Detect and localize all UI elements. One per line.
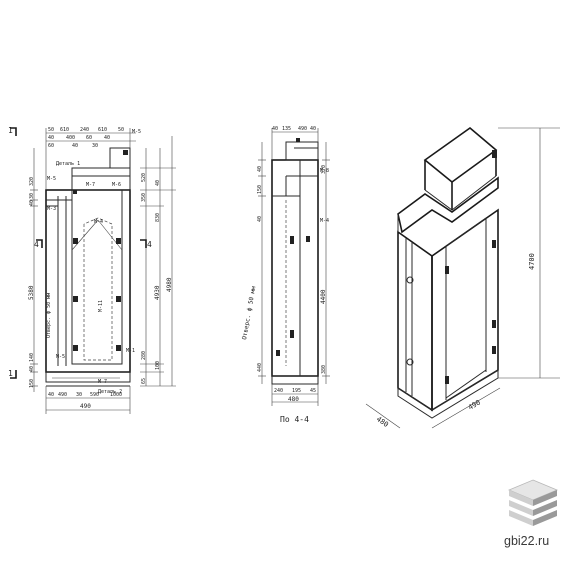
mid-dim-left-3: 40	[257, 216, 263, 222]
mid-dim-right-1: 4400	[320, 289, 327, 304]
dim-left-7: 150	[29, 379, 35, 388]
section-mark-4-right: 4	[147, 240, 152, 249]
mid-dim-bottom-total: 480	[288, 396, 299, 403]
dim-right-3: 40	[155, 180, 161, 186]
dim-right-4: 830	[155, 213, 161, 222]
section-mark-top: 1	[8, 126, 13, 135]
dim-right-7: 280	[141, 351, 147, 360]
mid-label-m4: М-4	[320, 218, 329, 224]
dim-left-5: 140	[29, 353, 35, 362]
dim-bottom-total: 490	[80, 403, 91, 410]
label-m7-b: М-7	[98, 379, 107, 385]
dim-left-6: 40	[29, 366, 35, 372]
mid-dim-left-4: 440	[257, 363, 263, 372]
mid-dim-top-3: 490	[298, 126, 307, 132]
dim-left-3: 40	[29, 200, 35, 206]
mid-dim-left-2: 150	[257, 185, 263, 194]
dim-top-1: 50	[48, 127, 54, 133]
dim-right-8: 100	[155, 361, 161, 370]
iso-height-dim: 4700	[528, 253, 536, 270]
isometric-view: 4700 490 480	[365, 126, 560, 429]
label-m5-b: М-5	[56, 354, 65, 360]
site-watermark-text: gbi22.ru	[504, 534, 550, 548]
dim-top3-3: 30	[92, 143, 98, 149]
iso-width-dim: 490	[467, 398, 482, 411]
mid-dim-left-1: 40	[257, 166, 263, 172]
dim-left-1: 320	[29, 177, 35, 186]
dim-bottom-5: 1000	[110, 392, 122, 398]
dim-top3-1: 60	[48, 143, 54, 149]
label-detail1: Деталь 1	[56, 161, 80, 167]
dim-top-2: 610	[60, 127, 69, 133]
mid-label-m8: М-8	[320, 168, 329, 174]
section-caption: По 4-4	[280, 415, 309, 424]
label-m5-top: М-5	[132, 129, 141, 135]
dim-bottom-4: 590	[90, 392, 99, 398]
dim-right-1: 520	[141, 173, 147, 182]
dim-bottom-3: 30	[76, 392, 82, 398]
mid-label-hole: Отверс. ф 50 мм	[241, 285, 257, 340]
label-detail2: Деталь 2	[98, 389, 122, 395]
dim-top-4: 610	[98, 127, 107, 133]
dim-top2-3: 60	[86, 135, 92, 141]
label-m7: М-7	[86, 182, 95, 188]
dim-top-5: 50	[118, 127, 124, 133]
middle-section-view: 40 135 490 40 40 150 40 440 4400 370 380…	[241, 126, 330, 424]
mid-dim-bottom-1: 240	[274, 388, 283, 394]
label-m3: М-3	[47, 206, 56, 212]
mid-dim-top-4: 40	[310, 126, 316, 132]
dim-top3-2: 40	[72, 143, 78, 149]
dim-right-5: 4980	[166, 277, 173, 292]
label-m11: М-11	[98, 300, 104, 312]
dim-left-4: 5380	[28, 285, 35, 300]
layered-cube-logo-icon	[507, 479, 559, 526]
iso-depth-dim: 480	[375, 415, 390, 429]
dim-left-2: 30	[29, 193, 35, 199]
label-m5-a: М-5	[47, 176, 56, 182]
mid-dim-right-3: 380	[321, 365, 327, 374]
dim-right-6: 4930	[154, 285, 161, 300]
dim-top-3: 240	[80, 127, 89, 133]
dim-bottom-2: 490	[58, 392, 67, 398]
dim-bottom-1: 40	[48, 392, 54, 398]
mid-dim-top-1: 40	[272, 126, 278, 132]
mid-dim-bottom-2: 195	[292, 388, 301, 394]
label-m6: М-6	[112, 182, 121, 188]
label-m1: М-1	[126, 348, 135, 354]
mid-dim-right-2: 370	[321, 165, 327, 174]
section-mark-bottom: 1	[8, 369, 13, 378]
mid-dim-bottom-3: 45	[310, 388, 316, 394]
section-mark-4-left: 4	[34, 240, 39, 249]
dim-top2-1: 40	[48, 135, 54, 141]
left-elevation-view: 1 1 4 4 50 610 240 610 50 40 400 60 40 6…	[8, 126, 176, 414]
dim-top2-4: 40	[104, 135, 110, 141]
label-hole-left: Отверс. ф 50 мм	[46, 293, 52, 338]
dim-right-9: 65	[141, 378, 147, 384]
dim-right-2: 350	[141, 193, 147, 202]
label-m4: М-4	[94, 219, 103, 225]
mid-dim-top-2: 135	[282, 126, 291, 132]
dim-top2-2: 400	[66, 135, 75, 141]
